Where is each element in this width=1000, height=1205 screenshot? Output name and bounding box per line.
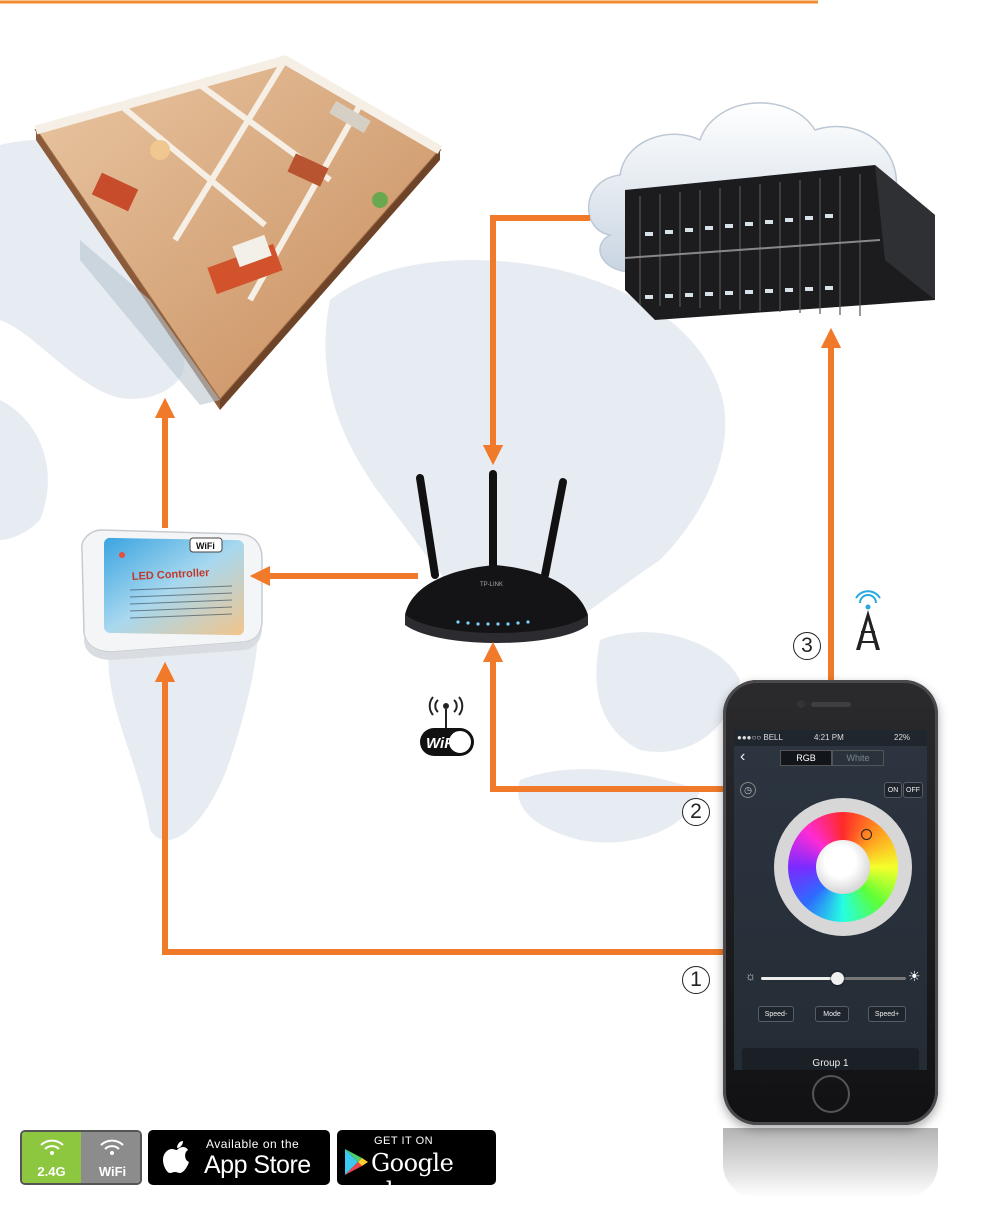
speed-minus-button[interactable]: Speed- — [758, 1006, 794, 1022]
speed-plus-button[interactable]: Speed+ — [868, 1006, 906, 1022]
google-play-small-text: GET IT ON — [374, 1135, 434, 1147]
smart-home-illustration — [34, 55, 443, 410]
controller-title: LED Controller — [132, 567, 211, 583]
band-label: 2.4G — [37, 1164, 66, 1179]
wifi-band-badge: 2.4G WiFi — [20, 1130, 142, 1185]
google-play-big-text: Google play — [371, 1149, 454, 1205]
arrow-phone-to-router — [482, 641, 723, 792]
status-bar: ●●●○○ BELL 4:21 PM 22% — [734, 730, 927, 746]
timer-clock-icon[interactable]: ◷ — [740, 782, 756, 798]
wifi-panel: WiFi — [81, 1132, 140, 1183]
tab-rgb[interactable]: RGB — [780, 750, 832, 766]
status-time: 4:21 PM — [814, 733, 844, 742]
router-brand: TP-LINK — [480, 582, 503, 588]
power-off-button[interactable]: OFF — [903, 782, 923, 798]
phone-reflection — [723, 1128, 938, 1198]
tab-white[interactable]: White — [832, 750, 884, 766]
wifi-icon — [40, 1139, 64, 1155]
status-carrier: ●●●○○ BELL — [737, 733, 783, 742]
app-nav-bar: ‹ RGB White — [734, 746, 927, 770]
phone-speaker — [811, 702, 851, 707]
color-picker-handle[interactable] — [861, 829, 872, 840]
step-3-label: 3 — [793, 632, 821, 660]
phone-camera — [797, 700, 805, 708]
arrow-phone-to-controller — [154, 661, 723, 955]
brightness-high-icon: ☀ — [908, 968, 921, 984]
google-play-badge[interactable]: GET IT ON Google play — [337, 1130, 496, 1205]
cloud-server-illustration — [587, 102, 935, 320]
wifi-icon — [100, 1139, 124, 1155]
status-battery: 22% — [894, 733, 911, 742]
step-2-label: 2 — [682, 798, 710, 826]
power-on-button[interactable]: ON — [884, 782, 902, 798]
smartphone: ●●●○○ BELL 4:21 PM 22% ‹ RGB White ◷ ON … — [723, 680, 938, 1125]
app-store-small-text: Available on the — [206, 1137, 300, 1151]
app-store-big-text: App Store — [204, 1151, 311, 1179]
phone-home-button — [812, 1075, 850, 1113]
group-selector[interactable]: Group 1 — [742, 1048, 919, 1070]
brightness-slider-knob[interactable] — [831, 972, 844, 985]
phone-screen: ●●●○○ BELL 4:21 PM 22% ‹ RGB White ◷ ON … — [734, 730, 927, 1070]
led-controller-illustration: WiFi LED Controller — [81, 529, 263, 660]
step-1-label: 1 — [682, 966, 710, 994]
google-play-logo-icon — [345, 1149, 368, 1175]
controller-wifi-badge: WiFi — [196, 541, 215, 551]
cell-tower-icon — [855, 590, 881, 650]
band-24g-panel: 2.4G — [22, 1132, 81, 1183]
app-store-badge[interactable]: Available on the App Store — [148, 1130, 330, 1185]
wifi-router-illustration: TP-LINK — [405, 470, 588, 644]
wifi-label: WiFi — [98, 1164, 127, 1179]
arrow-cloud-to-router — [482, 215, 590, 466]
wifi-signal-label: WiFi — [426, 735, 458, 752]
brightness-low-icon: ☼ — [745, 969, 756, 983]
color-wheel-center[interactable] — [816, 840, 870, 894]
group-label: Group 1 — [812, 1057, 849, 1069]
wifi-signal-icon: WiFi — [420, 696, 474, 756]
apple-logo-icon — [163, 1141, 189, 1173]
back-chevron-icon[interactable]: ‹ — [740, 748, 746, 765]
mode-button[interactable]: Mode — [815, 1006, 849, 1022]
